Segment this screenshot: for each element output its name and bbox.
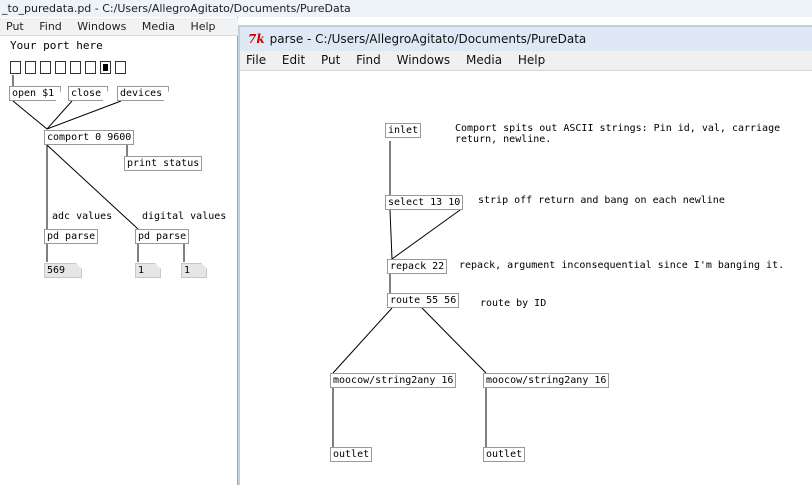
radio-cell[interactable] [10,61,21,74]
pd-parse-digital-object[interactable]: pd parse [135,229,190,244]
adc-values-comment: adc values [52,211,113,222]
back-menu-find[interactable]: Find [39,20,62,33]
route-comment: route by ID [480,298,547,309]
menu-put[interactable]: Put [321,53,341,67]
back-window-title: _to_puredata.pd - C:/Users/AllegroAgitat… [0,0,812,17]
radio-cell[interactable] [70,61,81,74]
menu-find[interactable]: Find [356,53,381,67]
pd-parse-adc-object[interactable]: pd parse [44,229,99,244]
menu-edit[interactable]: Edit [281,53,306,67]
menu-file[interactable]: File [246,53,267,67]
back-menu-bar: Put Find Windows Media Help [0,18,238,36]
strip-comment: strip off return and bang on each newlin… [478,195,725,206]
back-menu-put[interactable]: Put [6,20,24,33]
radio-cell[interactable] [115,61,126,74]
repack-object[interactable]: repack 22 [387,259,448,274]
inlet-object[interactable]: inlet [385,123,422,138]
back-menu-media[interactable]: Media [141,20,175,33]
devices-message[interactable]: devices [117,86,170,101]
radio-cell[interactable] [85,61,96,74]
outlet-object-1[interactable]: outlet [330,447,373,462]
parse-subpatch-window: 7k parse - C:/Users/AllegroAgitato/Docume… [238,25,812,485]
adc-number-box[interactable]: 569 [44,263,83,278]
digital-number-box-2[interactable]: 1 [181,263,208,278]
radio-cell-selected[interactable] [100,61,111,74]
string2any-object-1[interactable]: moocow/string2any 16 [330,373,457,388]
radio-cell[interactable] [55,61,66,74]
repack-comment: repack, argument inconsequential since I… [459,260,785,271]
close-message[interactable]: close [68,86,109,101]
front-window-title-bar: 7k parse - C:/Users/AllegroAgitato/Docume… [240,27,812,51]
route-object[interactable]: route 55 56 [387,293,460,308]
front-patch-cords [332,141,487,447]
radio-cell[interactable] [25,61,36,74]
port-comment: Your port here [10,39,103,52]
outlet-object-2[interactable]: outlet [483,447,526,462]
menu-media[interactable]: Media [466,53,503,67]
tk-feather-icon: 7k [248,32,265,46]
comport-comment: Comport spits out ASCII strings: Pin id,… [455,123,781,145]
select-object[interactable]: select 13 10 [385,195,464,210]
radio-cell[interactable] [40,61,51,74]
front-menu-bar: File Edit Put Find Windows Media Help [240,51,812,71]
comport-object[interactable]: comport 0 9600 [44,130,135,145]
menu-windows[interactable]: Windows [396,53,451,67]
digital-number-box-1[interactable]: 1 [135,263,162,278]
menu-help[interactable]: Help [517,53,546,67]
print-status-object[interactable]: print status [124,156,203,171]
string2any-object-2[interactable]: moocow/string2any 16 [483,373,610,388]
back-menu-windows[interactable]: Windows [77,20,127,33]
digital-values-comment: digital values [142,211,227,222]
back-menu-help[interactable]: Help [190,20,216,33]
front-window-title: parse - C:/Users/AllegroAgitato/Document… [269,32,587,46]
open-message[interactable]: open $1 [9,86,62,101]
